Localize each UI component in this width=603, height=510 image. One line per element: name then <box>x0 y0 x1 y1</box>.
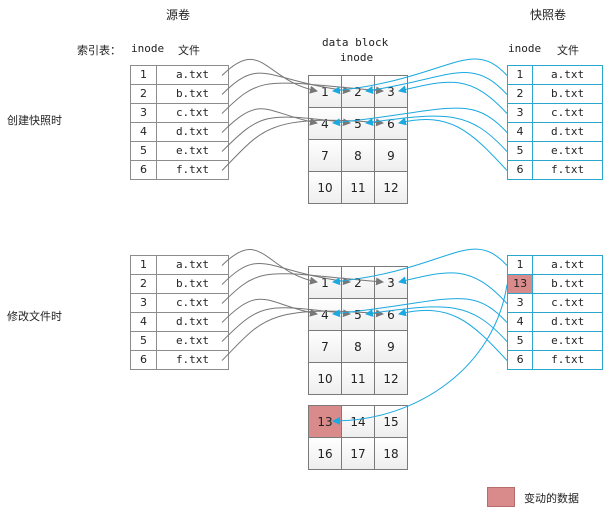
file-cell: a.txt <box>532 255 603 275</box>
source-pointer-arrow <box>221 273 384 304</box>
inode-cell: 6 <box>506 160 534 180</box>
data-block-cell: 7 <box>309 140 342 172</box>
data-block-cell: 8 <box>342 331 375 363</box>
data-block-cell: 11 <box>342 363 375 395</box>
source-pointer-arrow <box>221 298 318 323</box>
snapshot-pointer-arrow <box>398 308 508 361</box>
file-cell: f.txt <box>156 160 229 180</box>
snapshot-pointer-arrow <box>365 115 508 152</box>
snapshot-pointer-arrow <box>332 284 508 425</box>
source-pointer-arrow <box>221 249 318 285</box>
data-block-cell: 8 <box>342 140 375 172</box>
source-pointer-arrow <box>221 263 351 286</box>
snapshot-inode-header: inode <box>508 42 542 55</box>
inode-cell: 6 <box>130 160 157 180</box>
snapshot-pointer-arrow <box>365 72 508 95</box>
file-cell: f.txt <box>532 350 603 370</box>
inode-cell: 3 <box>506 103 534 123</box>
snapshot-pointer-arrow <box>398 272 508 304</box>
source-pointer-arrow <box>221 108 318 133</box>
snapshot-file-header: 文件 <box>557 44 579 57</box>
snapshot-pointer-arrow <box>365 306 508 342</box>
phase-label-modify-file: 修改文件时 <box>7 310 62 323</box>
file-cell: f.txt <box>532 160 603 180</box>
source-file-header: 文件 <box>178 44 200 57</box>
source-pointer-arrow <box>221 116 351 152</box>
file-cell: c.txt <box>156 103 229 123</box>
file-cell: e.txt <box>532 141 603 161</box>
data-block-header: data block <box>322 36 389 49</box>
data-block-cell: 6 <box>375 299 408 331</box>
file-cell: e.txt <box>156 331 229 351</box>
data-block-cell: 14 <box>342 406 375 438</box>
source-pointer-arrow <box>221 307 351 342</box>
data-block-cell: 16 <box>309 438 342 470</box>
snapshot-volume-title: 快照卷 <box>530 8 567 22</box>
file-cell: a.txt <box>156 255 229 275</box>
data-block-cell: 11 <box>342 172 375 204</box>
source-pointer-arrow <box>221 72 351 95</box>
inode-cell: 6 <box>130 350 157 370</box>
data-block-cell: 12 <box>375 172 408 204</box>
legend-swatch <box>487 487 515 507</box>
data-block-cell: 9 <box>375 140 408 172</box>
data-block-inode-header: inode <box>340 51 374 64</box>
data-block-cell: 12 <box>375 363 408 395</box>
snapshot-pointer-arrow <box>398 81 508 114</box>
file-cell: d.txt <box>532 312 603 332</box>
inode-cell: 6 <box>506 350 534 370</box>
source-pointer-arrow <box>221 58 318 94</box>
source-volume-title: 源卷 <box>166 8 191 22</box>
source-pointer-arrow <box>221 82 384 114</box>
data-block-cell: 7 <box>309 331 342 363</box>
legend-label: 变动的数据 <box>524 492 579 505</box>
file-cell: f.txt <box>156 350 229 370</box>
data-block-cell: 10 <box>309 172 342 204</box>
file-cell: b.txt <box>156 274 229 294</box>
data-block-cell: 10 <box>309 363 342 395</box>
source-pointer-arrow <box>221 309 384 361</box>
phase-label-create-snapshot: 创建快照时 <box>7 114 62 127</box>
snapshot-pointer-arrow <box>332 58 508 95</box>
data-block-cell: 9 <box>375 331 408 363</box>
data-block-cell: 17 <box>342 438 375 470</box>
file-cell: d.txt <box>156 312 229 332</box>
snapshot-pointer-arrow <box>398 117 508 171</box>
index-table-label: 索引表： <box>77 44 121 57</box>
snapshot-pointer-arrow <box>332 248 508 286</box>
file-cell: a.txt <box>156 65 229 85</box>
data-block-cell: 15 <box>375 406 408 438</box>
source-pointer-arrow <box>221 118 384 171</box>
data-block-cell: 18 <box>375 438 408 470</box>
file-cell: e.txt <box>156 141 229 161</box>
source-inode-header: inode <box>131 42 165 55</box>
